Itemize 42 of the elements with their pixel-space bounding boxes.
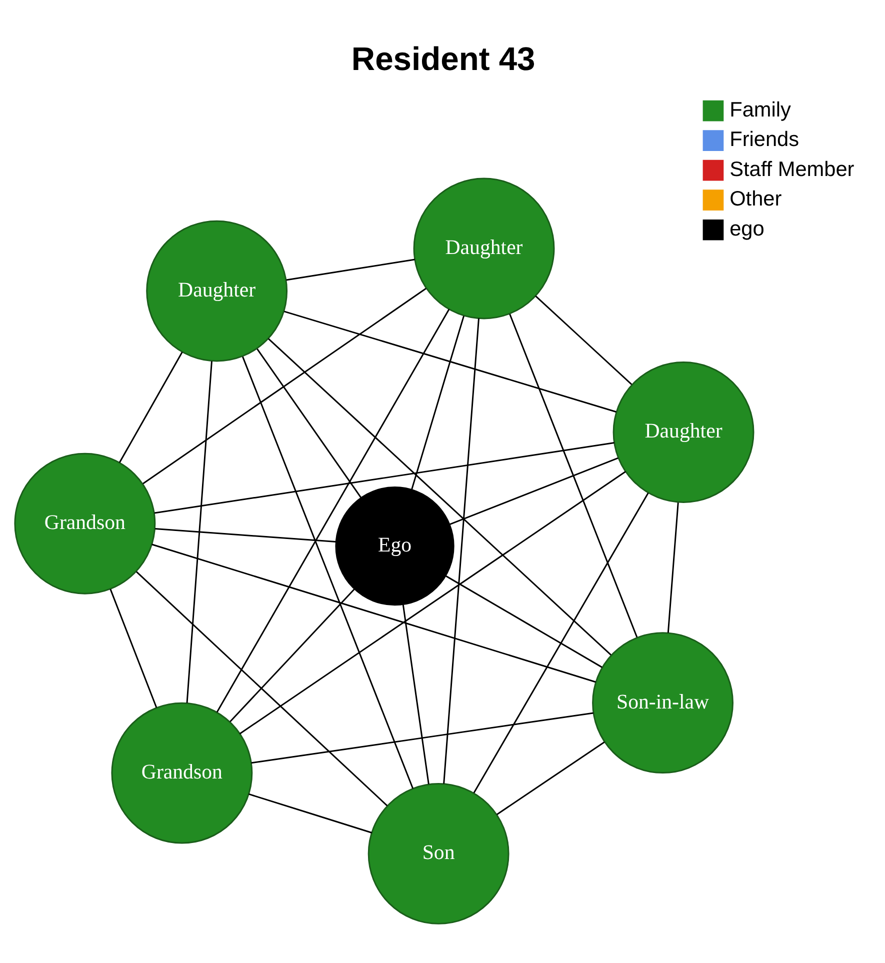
connector (248, 793, 372, 834)
connector (154, 442, 614, 514)
node-circle: Daughter (412, 178, 554, 320)
connector (666, 502, 678, 633)
connector (229, 588, 354, 722)
connector (449, 457, 618, 526)
legend-label: Family (729, 98, 790, 122)
connector (496, 742, 604, 816)
node-circle: Son (367, 783, 509, 924)
connector (402, 604, 429, 784)
connector (267, 338, 611, 656)
node-circle: Grandson (110, 702, 252, 844)
connector (250, 712, 593, 764)
connector (410, 316, 464, 490)
connector (472, 492, 648, 794)
connector (442, 318, 479, 784)
node-circle: Ego (334, 486, 454, 606)
connector (256, 348, 361, 498)
legend-label: Staff Member (729, 158, 854, 181)
legend-label: Friends (729, 128, 799, 152)
node-circle: Son-in-law (592, 632, 733, 774)
connector (216, 308, 450, 712)
connector (154, 528, 336, 543)
connector (238, 471, 626, 734)
diagram-title: Resident 43 (350, 40, 535, 77)
connector (444, 575, 602, 668)
node-circle: Grandson (14, 452, 156, 594)
connector (283, 310, 616, 413)
connector (109, 588, 157, 708)
connector (118, 352, 182, 463)
node-circle: Daughter (612, 362, 754, 503)
legend-label: Other (729, 188, 782, 211)
connector (508, 314, 638, 638)
connector (242, 356, 414, 789)
connector (286, 258, 414, 281)
node-circle: Daughter (146, 220, 288, 362)
connector (151, 544, 596, 683)
connector (142, 288, 426, 484)
connector (186, 361, 212, 703)
connector (135, 571, 388, 806)
legend-label: ego (729, 217, 764, 240)
connector (534, 296, 632, 385)
